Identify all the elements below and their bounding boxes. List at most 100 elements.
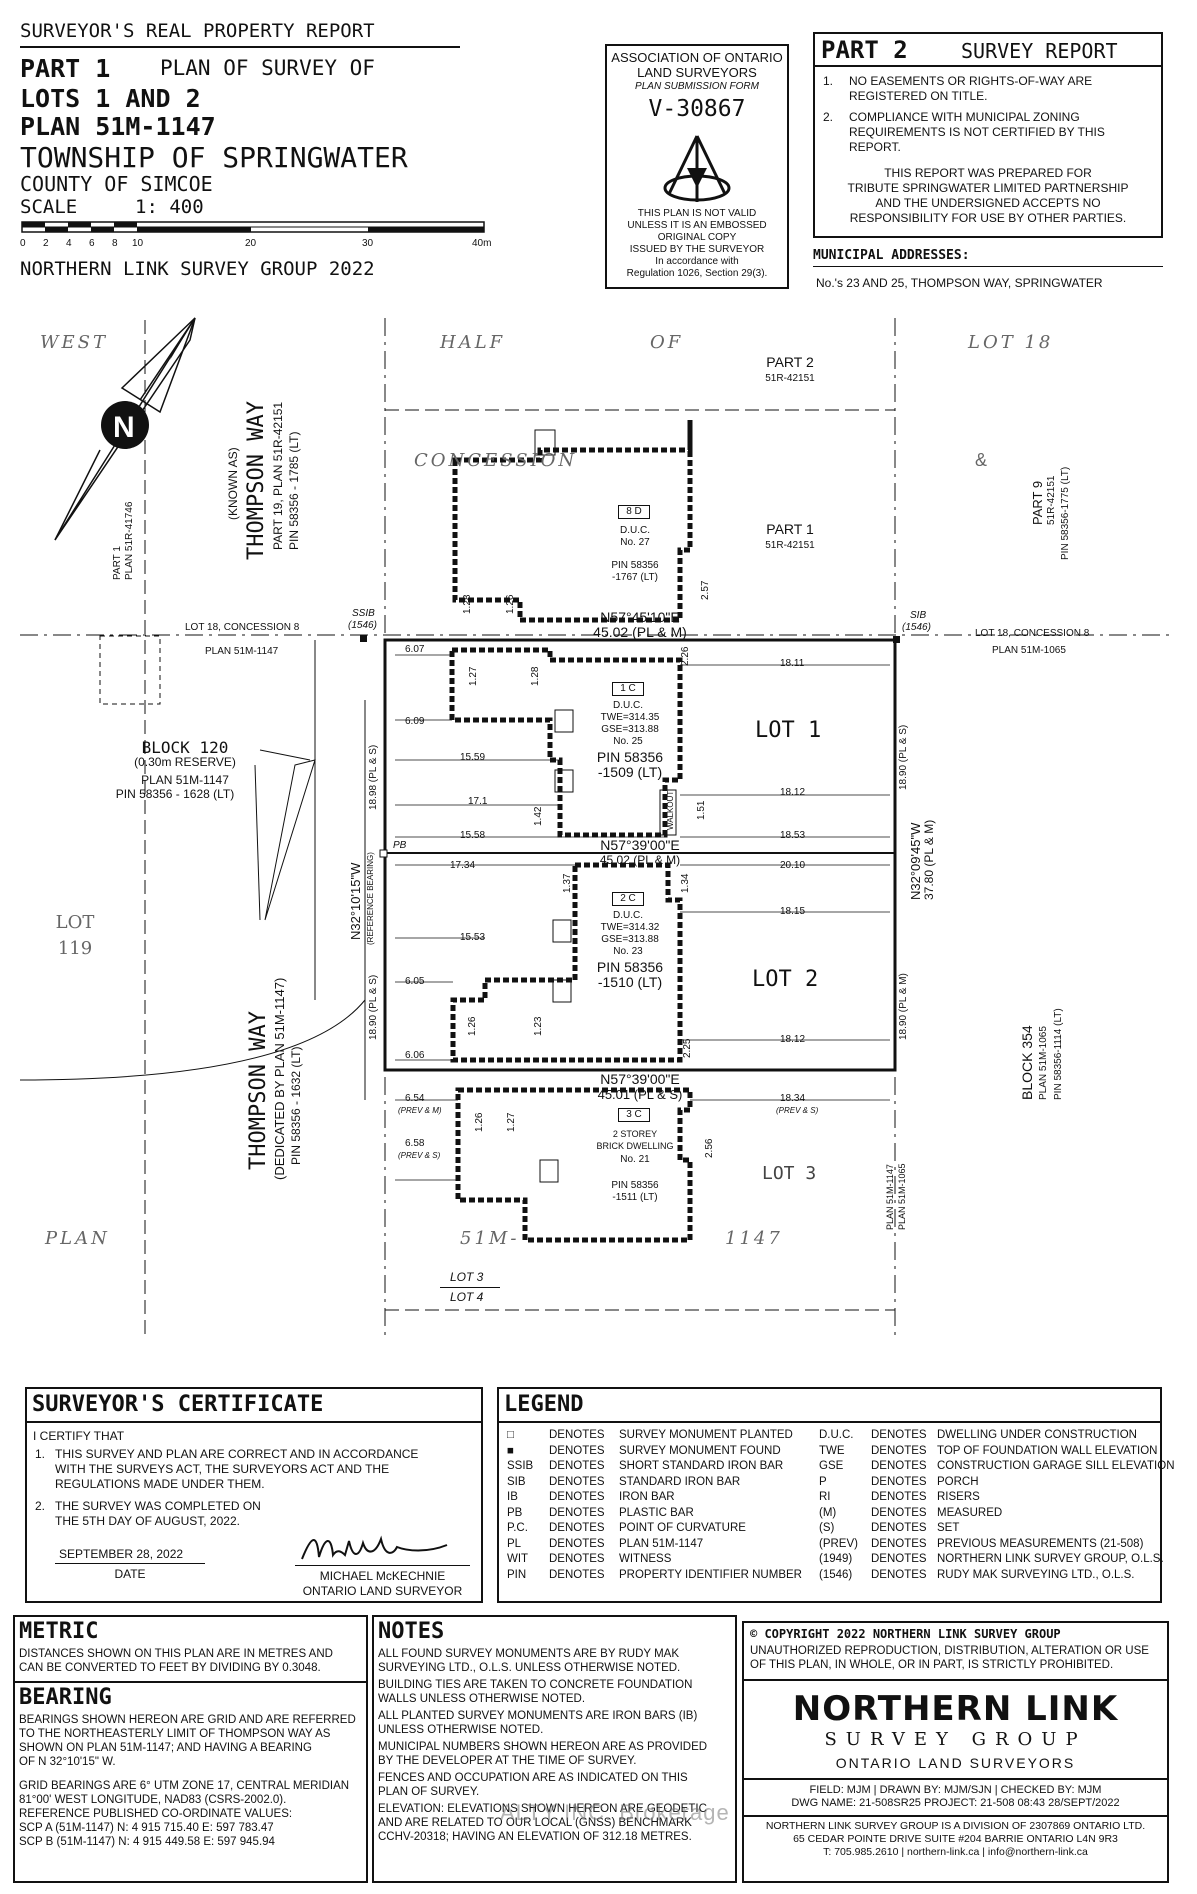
certificate-item2-num: 2. (35, 1499, 46, 1513)
certificate-item1: THIS SURVEY AND PLAN ARE CORRECT AND IN … (55, 1447, 418, 1492)
dimension: 18.98 (PL & S) (368, 744, 379, 810)
dimension: 6.58 (405, 1138, 425, 1149)
legend-meaning: IRON BAR (619, 1491, 675, 1503)
no-27: No. 27 (620, 537, 650, 548)
label-west: WEST (40, 332, 108, 353)
surveyor-name: MICHAEL McKECHNIE (319, 1569, 446, 1583)
part2-top-ref: 51R-42151 (765, 373, 815, 384)
walkout-icon (659, 789, 677, 836)
legend-meaning: STANDARD IRON BAR (619, 1475, 741, 1488)
dist-bot: 45.01 (PL & S) (597, 1087, 683, 1102)
pin-23b: -1510 (LT) (597, 974, 663, 990)
dimension: 1.28 (462, 594, 473, 614)
note-line: FENCES AND OCCUPATION ARE AS INDICATED O… (378, 1772, 688, 1784)
scale-ticks: 0 2 4 6 8 10 20 30 40m (20, 238, 491, 250)
dimension: 1.28 (530, 666, 541, 686)
legend-denotes: DENOTES (871, 1553, 927, 1565)
certificate-title: SURVEYOR'S CERTIFICATE (32, 1392, 324, 1417)
certificate-item1-num: 1. (35, 1447, 46, 1461)
legend-denotes: DENOTES (871, 1506, 927, 1519)
dimension: 2.26 (680, 646, 691, 666)
part1-mid: PART 1 (766, 521, 814, 537)
dimension: 1.27 (506, 1112, 517, 1132)
note-line: ALL FOUND SURVEY MONUMENTS ARE BY RUDY M… (378, 1648, 679, 1660)
part9: PART 9 (1030, 480, 1045, 525)
firm-box: © COPYRIGHT 2022 NORTHERN LINK SURVEY GR… (742, 1621, 1169, 1883)
legend-meaning: PREVIOUS MEASUREMENTS (21-508) (937, 1537, 1144, 1550)
certificate-line: THE SURVEY WAS COMPLETED ON (55, 1499, 261, 1513)
duc-25: D.U.C. (613, 700, 643, 711)
part2-line: REPORT. (849, 140, 901, 154)
no-25: No. 25 (613, 736, 643, 747)
legend-meaning: POINT OF CURVATURE (619, 1522, 746, 1534)
stamp-line1: ASSOCIATION OF ONTARIO (611, 50, 783, 65)
firm-divider (744, 1815, 1167, 1817)
note-item: ALL PLANTED SURVEY MONUMENTS ARE IRON BA… (378, 1709, 734, 1737)
dist-mid: 45.02 (PL & M) (599, 853, 681, 867)
lot119-num: 119 (57, 938, 93, 959)
label-lot18: LOT 18 (968, 332, 1054, 353)
firm-divider (744, 1778, 1167, 1780)
legend-meaning: SET (937, 1522, 960, 1534)
ssib-ref: (1546) (348, 620, 377, 631)
legend-denotes: DENOTES (549, 1444, 605, 1457)
dimension: 6.54 (405, 1093, 425, 1104)
dimension: 1.26 (505, 594, 516, 614)
legend-denotes: DENOTES (549, 1429, 605, 1441)
label-plan-num: 51M- (460, 1228, 520, 1249)
part1-subtitle: PLAN OF SURVEY OF (160, 56, 375, 80)
bldg-8d-tag: 8 D (618, 505, 650, 519)
notes-title: NOTES (378, 1619, 445, 1644)
bearing-title: BEARING (19, 1685, 112, 1710)
aols-stamp: ASSOCIATION OF ONTARIO LAND SURVEYORS PL… (605, 44, 789, 289)
part2-item1-num: 1. (823, 74, 834, 88)
metric-line: DISTANCES SHOWN ON THIS PLAN ARE IN METR… (19, 1648, 333, 1660)
legend-denotes: DENOTES (871, 1460, 927, 1472)
bearing-line: SCP A (51M-1147) N: 4 915 715.40 E: 597 … (19, 1822, 274, 1834)
sib-ref: (1546) (902, 622, 931, 633)
part9-pin: PIN 58356-1775 (LT) (1060, 466, 1071, 560)
surveyor-role: ONTARIO LAND SURVEYOR (302, 1584, 463, 1598)
legend-meaning: RUDY MAK SURVEYING LTD., O.L.S. (937, 1568, 1135, 1581)
copyright-line: UNAUTHORIZED REPRODUCTION, DISTRIBUTION,… (750, 1645, 1149, 1657)
part2-line: THIS REPORT WAS PREPARED FOR (884, 166, 1092, 180)
right-bearing: N32°09'45"W (908, 822, 923, 900)
part1-label: PART 1 (20, 54, 111, 83)
certificate-line: REGULATIONS MADE UNDER THEM. (55, 1477, 265, 1491)
legend-denotes: DENOTES (549, 1491, 605, 1503)
part2-item1: NO EASEMENTS OR RIGHTS-OF-WAY ARE REGIST… (849, 74, 1092, 104)
scale-label: SCALE (20, 196, 78, 218)
dimension: 17.1 (468, 796, 488, 807)
thompson-top-ref: PART 19, PLAN 51R-42151 (271, 401, 285, 550)
dimension: (PREV & M) (398, 1106, 442, 1115)
lot3-label: LOT 3 (450, 1270, 484, 1284)
block120: BLOCK 120 (141, 738, 229, 757)
legend-meaning: DWELLING UNDER CONSTRUCTION (937, 1429, 1137, 1441)
dwelling-3c (455, 1087, 693, 1243)
dimension: (PREV & S) (776, 1106, 819, 1115)
ssib-label: SSIB (352, 608, 375, 619)
pin-21: PIN 58356 (611, 1180, 659, 1191)
part2-subtitle: SURVEY REPORT (961, 39, 1118, 63)
legend-meaning: CONSTRUCTION GARAGE SILL ELEVATION (937, 1460, 1175, 1472)
legend-symbol: RI (819, 1491, 831, 1503)
dimension: 1.42 (533, 806, 544, 826)
watermark: ALTY INC. Brokerage (500, 1800, 730, 1825)
brick-label: BRICK DWELLING (596, 1141, 674, 1151)
certificate-line: THIS SURVEY AND PLAN ARE CORRECT AND IN … (55, 1447, 419, 1461)
dimension: 17.34 (450, 860, 476, 871)
scale-value: 1: 400 (135, 196, 204, 218)
legend-symbol: ■ (507, 1444, 514, 1457)
certificate-line: WITH THE SURVEYS ACT, THE SURVEYORS ACT … (55, 1462, 390, 1476)
legend-symbol: (S) (819, 1522, 835, 1534)
firm-year: NORTHERN LINK SURVEY GROUP 2022 (20, 258, 375, 280)
block120-pin: PIN 58356 - 1628 (LT) (115, 787, 235, 801)
svg-text:N: N (113, 411, 135, 444)
part2-top: PART 2 (766, 354, 814, 370)
legend-denotes: DENOTES (549, 1568, 605, 1581)
pb-label: PB (393, 840, 407, 851)
bldg-2c-tag: 2 C (612, 892, 644, 906)
dimension: 15.58 (460, 830, 486, 841)
legend-divider (499, 1421, 1160, 1423)
addresses-value: No.'s 23 AND 25, THOMPSON WAY, SPRINGWAT… (816, 276, 1103, 290)
